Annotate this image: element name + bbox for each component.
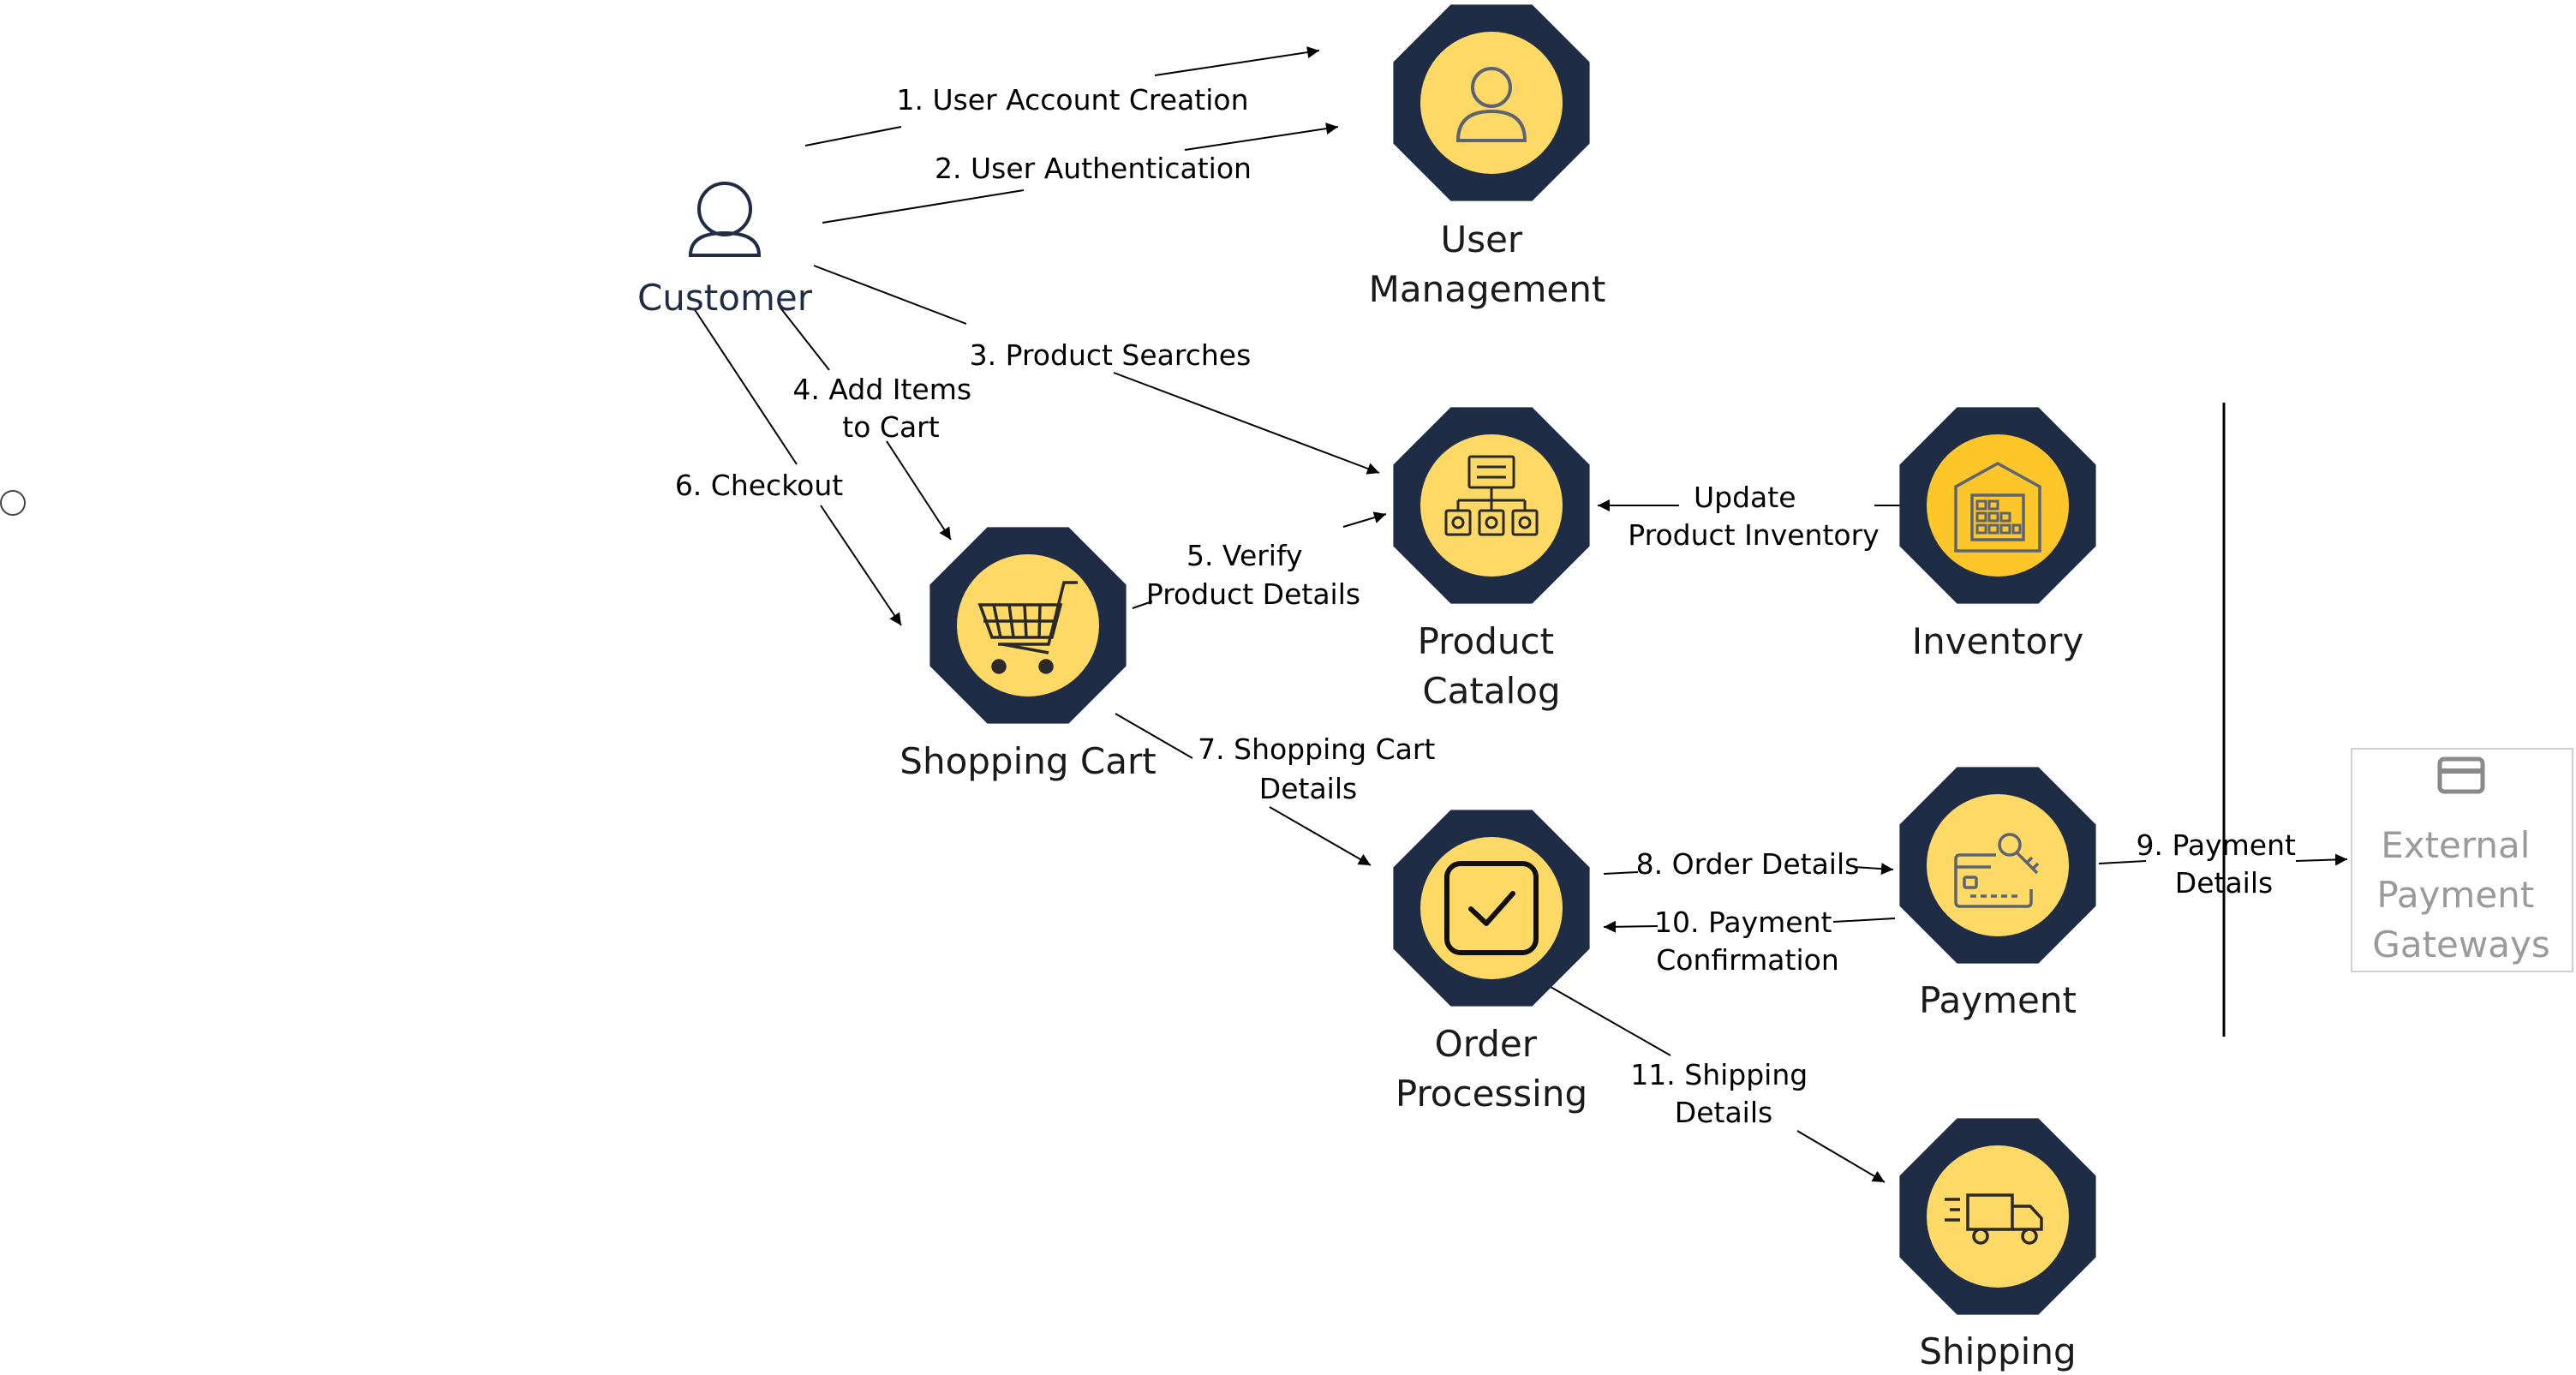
edge-3-seg-a [813, 265, 967, 325]
shopping-cart-icon [977, 581, 1078, 674]
edge-7-seg-b [1269, 806, 1372, 866]
node-shopping-cart[interactable]: Shopping Cart [900, 527, 1157, 782]
edge-11-seg-b [1796, 1130, 1886, 1183]
external-box [2351, 748, 2573, 972]
node-label: User Management [1369, 218, 1606, 310]
edge-update-label: Update Product Inventory [1628, 481, 1879, 552]
hierarchy-icon [1444, 455, 1539, 536]
edge-9-label: 9. Payment Details [2137, 828, 2305, 900]
node-user-management[interactable]: User Management [1369, 4, 1606, 310]
node-label: Product Catalog [1418, 620, 1566, 712]
node-circle [1927, 794, 2069, 936]
edge-6-seg-b [820, 505, 902, 626]
node-inventory[interactable]: Inventory [1899, 407, 2096, 662]
node-order-processing[interactable]: Order Processing [1393, 810, 1590, 1115]
node-circle [1420, 32, 1563, 174]
edge-9-seg-a [2098, 860, 2147, 864]
node-product-catalog[interactable]: Product Catalog [1393, 407, 1590, 712]
edge-10-label: 10. Payment Confirmation [1654, 906, 1841, 977]
node-label: Shopping Cart [900, 740, 1156, 782]
edge-11-label: 11. Shipping Details [1630, 1058, 1816, 1129]
edge-1-seg-b [1154, 46, 1320, 76]
customer-actor[interactable]: Customer [637, 182, 813, 319]
node-payment[interactable]: Payment [1899, 767, 2096, 1021]
credit-card-key-icon [1954, 833, 2040, 908]
edge-2-seg-b [1184, 123, 1339, 151]
edge-2-seg-a [822, 189, 1025, 224]
node-circle [1420, 837, 1563, 979]
node-label: Inventory [1912, 620, 2084, 662]
edge-7-seg-a [1115, 713, 1193, 759]
edge-4-seg-b [886, 440, 952, 541]
delivery-truck-icon [1945, 1193, 2043, 1245]
edge-7-label: 7. Shopping Cart Details [1198, 732, 1444, 805]
edge-8-label: 8. Order Details [1636, 847, 1860, 881]
external-payment-gateways[interactable]: External Payment Gateways [2351, 748, 2573, 972]
edge-5-seg-b [1342, 511, 1387, 528]
edge-8-seg-a [1603, 871, 1639, 875]
edge-labels: 1. User Account Creation 2. User Authent… [675, 83, 2305, 1129]
edge-lines [693, 46, 2348, 1183]
external-label: External Payment Gateways [2372, 824, 2549, 965]
node-shipping[interactable]: Shipping [1899, 1118, 2096, 1372]
user-icon [1455, 67, 1527, 142]
edge-10-seg-b [1603, 920, 1659, 933]
warehouse-icon [1954, 462, 2041, 553]
node-circle [957, 554, 1099, 696]
edge-6-label: 6. Checkout [675, 469, 843, 502]
node-label: Payment [1919, 979, 2077, 1021]
edge-8-seg-b [1853, 863, 1894, 876]
edge-1-label: 1. User Account Creation [896, 83, 1248, 117]
edge-3-label: 3. Product Searches [970, 338, 1252, 372]
edge-4-label: 4. Add Items to Cart [792, 373, 980, 444]
connection-point[interactable] [0, 490, 26, 516]
node-label: Shipping [1919, 1330, 2076, 1372]
node-circle [1927, 1145, 2069, 1288]
node-label: Order Processing [1396, 1023, 1587, 1115]
customer-label: Customer [637, 277, 813, 319]
edge-5-label: 5. Verify Product Details [1146, 539, 1360, 611]
edge-3-seg-b [1113, 372, 1380, 475]
edge-1-seg-a [804, 126, 902, 146]
edge-6-seg-a [693, 308, 798, 465]
checkbox-icon [1444, 861, 1539, 955]
edge-10-seg-a [1832, 918, 1896, 923]
edge-11-seg-a [1550, 986, 1671, 1056]
edge-4-seg-a [779, 306, 830, 371]
edge-9-seg-b [2295, 853, 2348, 866]
edge-5-seg-a [1132, 601, 1153, 609]
edge-2-label: 2. User Authentication [935, 152, 1252, 185]
credit-card-icon [2437, 756, 2485, 794]
user-icon [688, 182, 762, 257]
